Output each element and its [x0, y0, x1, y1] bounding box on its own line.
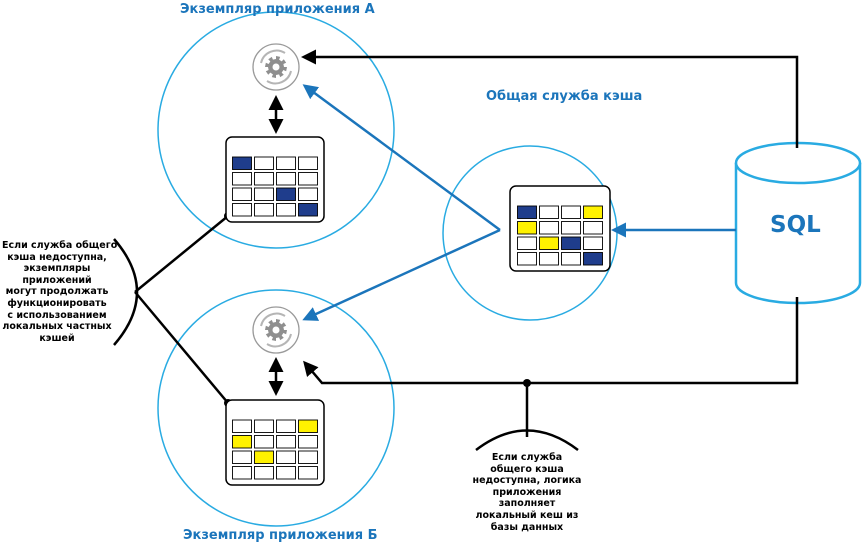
- table-cell: [276, 172, 296, 186]
- table-cell: [298, 435, 318, 449]
- table-cell: [276, 187, 296, 201]
- table-cell: [517, 236, 537, 250]
- table-cell: [254, 435, 274, 449]
- table-cell: [539, 205, 559, 219]
- sql-label: SQL: [770, 212, 821, 238]
- table-cell: [254, 466, 274, 480]
- table-cell: [298, 172, 318, 186]
- annotation-line: общего кэша: [490, 463, 564, 475]
- annotation-line: локальных частных: [2, 321, 112, 333]
- table-cell: [539, 221, 559, 235]
- shared-cache-to-instance-a-arrow: [302, 84, 501, 232]
- table-cell: [276, 435, 296, 449]
- table-cell: [276, 419, 296, 433]
- table-cell: [561, 221, 581, 235]
- instance-b-gear-icon: [252, 306, 300, 354]
- annotation-line: недоступна, логика: [472, 475, 582, 487]
- instance-a-title: Экземпляр приложения А: [180, 2, 375, 17]
- table-cell: [232, 435, 252, 449]
- table-cell: [517, 221, 537, 235]
- table-cell: [561, 205, 581, 219]
- left-note-bracket: [113, 238, 139, 346]
- annotation-line: кэшей: [39, 332, 75, 344]
- table-cell: [539, 236, 559, 250]
- annotation-line: приложения: [492, 486, 562, 498]
- sql-to-instance-a-connector: [301, 49, 799, 148]
- annotation-line: могут продолжать: [5, 286, 109, 298]
- annotation-line: функционировать: [7, 297, 107, 309]
- table-cell: [583, 205, 603, 219]
- table-cell: [254, 156, 274, 170]
- table-cell: [517, 252, 537, 266]
- table-cell: [298, 466, 318, 480]
- instance-b-cache-table: [225, 399, 325, 486]
- table-cell: [561, 252, 581, 266]
- shared-cache-table: [509, 185, 611, 272]
- sql-to-instance-b-connector: [303, 297, 799, 385]
- table-cell: [276, 203, 296, 217]
- table-cell: [539, 252, 559, 266]
- table-cell: [583, 221, 603, 235]
- shared-cache-title: Общая служба кэша: [486, 89, 643, 104]
- table-cell: [232, 203, 252, 217]
- table-cell: [232, 172, 252, 186]
- table-cell: [298, 203, 318, 217]
- table-cell: [298, 156, 318, 170]
- annotation-line: Если служба: [491, 452, 563, 463]
- table-cell: [298, 419, 318, 433]
- table-cell: [298, 187, 318, 201]
- instance-a-circle: [157, 11, 395, 249]
- table-cell: [254, 203, 274, 217]
- annotation-line: базы данных: [490, 521, 564, 533]
- table-cell: [561, 236, 581, 250]
- table-cell: [254, 187, 274, 201]
- table-cell: [583, 252, 603, 266]
- table-cell: [254, 450, 274, 464]
- table-cell: [254, 419, 274, 433]
- annotation-line: заполняет: [498, 498, 556, 510]
- annotation-line: экземпляры: [23, 263, 91, 275]
- left-note-connector-b: [134, 291, 229, 404]
- table-cell: [232, 450, 252, 464]
- annotation-line: Если служба общего: [2, 240, 118, 251]
- instance-a-cache-table: [225, 136, 325, 223]
- table-cell: [254, 172, 274, 186]
- left-note-connector-a: [134, 215, 229, 293]
- table-cell: [276, 450, 296, 464]
- table-cell: [232, 466, 252, 480]
- instance-b-title: Экземпляр приложения Б: [183, 528, 378, 543]
- bottom-note-bracket: [475, 429, 579, 451]
- table-cell: [298, 450, 318, 464]
- annotation-line: кэша недоступна,: [7, 251, 107, 263]
- instance-b-circle: [157, 289, 395, 527]
- table-cell: [232, 187, 252, 201]
- annotation-line: приложений: [22, 274, 92, 286]
- table-cell: [276, 156, 296, 170]
- shared-cache-to-instance-b-arrow: [302, 228, 501, 321]
- table-cell: [232, 156, 252, 170]
- table-cell: [517, 205, 537, 219]
- table-cell: [583, 236, 603, 250]
- table-cell: [232, 419, 252, 433]
- bottom-note-dot: [523, 379, 531, 387]
- instance-a-gear-icon: [252, 43, 300, 91]
- annotation-line: локальный кеш из: [475, 509, 579, 521]
- annotation-line: с использованием: [7, 309, 107, 321]
- table-cell: [276, 466, 296, 480]
